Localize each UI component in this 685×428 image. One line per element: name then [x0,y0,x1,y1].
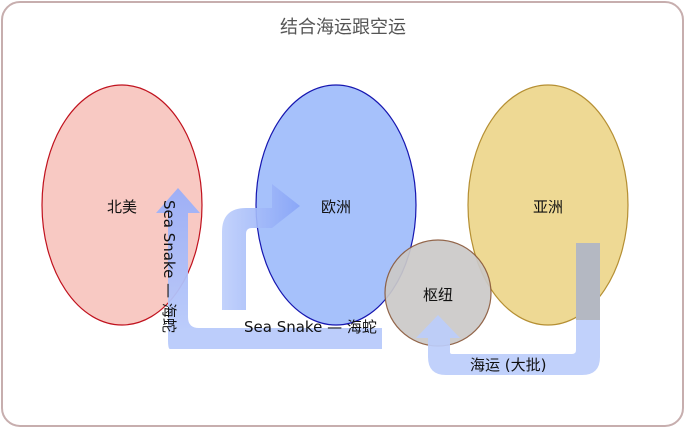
north-america-region [41,84,203,326]
diagram-title: 结合海运跟空运 [280,17,406,38]
europe-label: 欧洲 [321,198,351,216]
sea-snake-horizontal-label: Sea Snake — 海蛇 [244,318,377,336]
sea-snake-bottom-band [168,328,382,349]
europe-loop-arrow [222,184,300,310]
sea-bulk-route-origin [576,243,600,320]
asia-label: 亚洲 [533,198,563,216]
europe-region [255,84,417,326]
north-america-label: 北美 [107,198,137,216]
sea-snake-vertical-label: Sea Snake — 海蛇 [160,200,178,333]
sea-bulk-label: 海运 (大批) [470,356,546,374]
hub-label: 枢纽 [423,286,453,304]
